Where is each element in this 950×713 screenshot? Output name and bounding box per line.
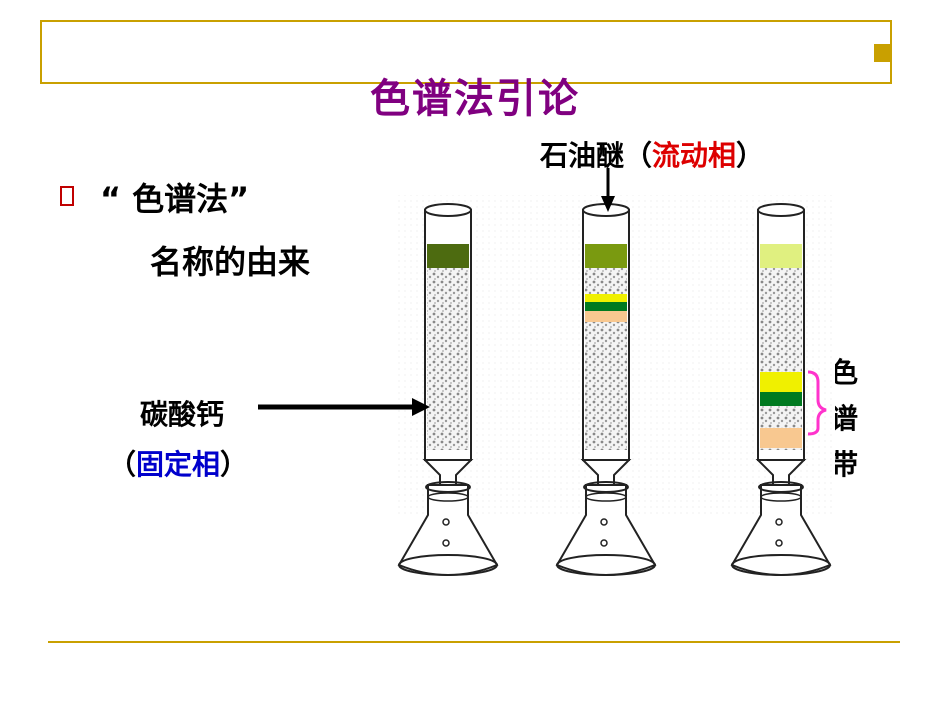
- flask-1: [397, 481, 499, 576]
- flask-base: [556, 554, 656, 576]
- band-light: [760, 244, 802, 268]
- band-green: [760, 392, 802, 406]
- drop: [775, 518, 783, 526]
- band-peach: [585, 311, 627, 322]
- flask-neck-ring: [425, 481, 471, 493]
- corner-square: [874, 44, 892, 62]
- mobile-arrow: [601, 168, 615, 212]
- column-1: [422, 203, 474, 486]
- flask-neck-ring: [585, 492, 627, 502]
- packing: [760, 268, 802, 450]
- flask-base: [731, 554, 831, 576]
- band-dark-green: [427, 244, 469, 268]
- stationary-phase-label: （固定相）: [108, 448, 249, 481]
- packing: [427, 268, 469, 450]
- drop: [442, 539, 450, 547]
- flask-3: [730, 481, 832, 576]
- flask-neck-ring: [758, 481, 804, 493]
- column-rim: [757, 203, 805, 217]
- flask-2: [555, 481, 657, 576]
- band-olive: [585, 244, 627, 268]
- drop: [600, 518, 608, 526]
- flask-base: [398, 554, 498, 576]
- band-green: [585, 302, 627, 311]
- flask-neck-ring: [583, 481, 629, 493]
- drop: [442, 518, 450, 526]
- column-rim: [424, 203, 472, 217]
- drop: [775, 539, 783, 547]
- slide-title: 色谱法引论: [370, 76, 580, 122]
- mobile-name: 石油醚: [540, 139, 625, 172]
- flask-neck-ring: [427, 492, 469, 502]
- band-peach: [760, 428, 802, 448]
- stationary-phase-text: 固定相: [136, 448, 221, 481]
- column-2: [580, 203, 632, 486]
- footer-divider: [48, 641, 900, 643]
- band-yellow: [760, 372, 802, 392]
- mobile-phase-text: 流动相: [652, 139, 737, 172]
- bullet-icon: [60, 186, 74, 206]
- column-3: [755, 203, 807, 486]
- mobile-phase-label: 石油醚（流动相）: [540, 139, 765, 172]
- stationary-name: 碳酸钙: [140, 398, 225, 431]
- bullet-text-line2: 名称的由来: [150, 243, 311, 281]
- drop: [600, 539, 608, 547]
- band-brace: [807, 370, 827, 436]
- stationary-arrow: [258, 398, 430, 416]
- bullet-text-line1: “ 色谱法”: [100, 180, 250, 218]
- flask-neck-ring: [760, 492, 802, 502]
- band-yellow: [585, 294, 627, 302]
